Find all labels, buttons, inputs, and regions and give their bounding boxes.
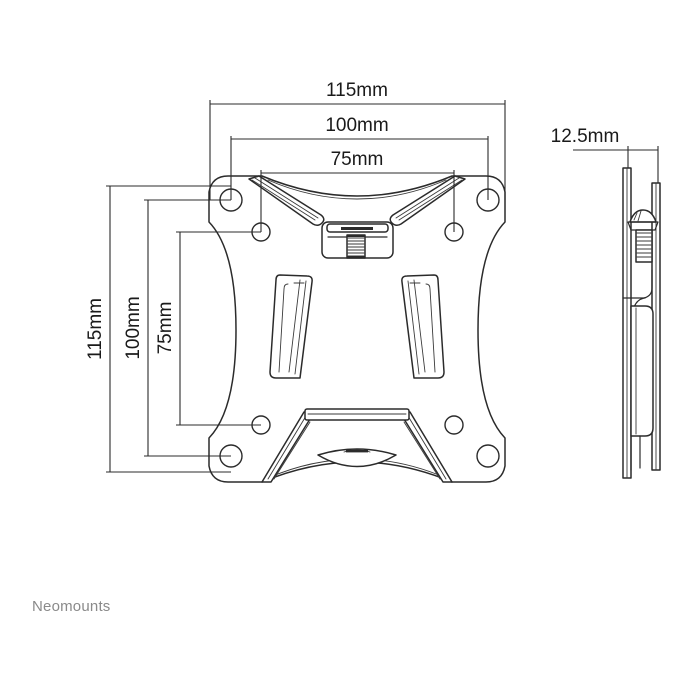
dimension-v-100: 100mm: [123, 199, 231, 457]
bracket-inner-edge-top: [267, 179, 447, 200]
dimension-label-d-125: 12.5mm: [551, 126, 620, 147]
bottom-dome: [317, 448, 397, 468]
dimension-label-v-75: 75mm: [155, 302, 176, 355]
diagonal-rib-top-right: [389, 175, 466, 227]
side-screw: [627, 209, 659, 263]
brand-label: Neomounts: [32, 598, 111, 615]
dimension-h-115: 115mm: [209, 80, 506, 200]
dimension-label-h-75: 75mm: [331, 149, 384, 170]
side-screw-threads: [636, 232, 652, 258]
vertical-rib-right: [401, 274, 445, 379]
front-view-group: [208, 175, 506, 483]
inner-hole-bottom-right: [444, 415, 464, 435]
dimension-v-75: 75mm: [155, 231, 261, 426]
side-screw-shaft: [635, 229, 653, 263]
dimension-label-h-100: 100mm: [325, 115, 388, 136]
bottom-rib-assembly: [261, 408, 453, 483]
bracket-outline: [208, 175, 506, 483]
horizontal-dimensions-group: 115mm 100mm 75mm: [209, 80, 506, 232]
dimension-label-v-100: 100mm: [123, 296, 144, 359]
dimension-v-115: 115mm: [85, 185, 231, 473]
center-screw-block: [321, 221, 394, 259]
screw-slot: [341, 227, 373, 230]
dimension-label-v-115: 115mm: [85, 298, 106, 360]
vertical-dimensions-group: 115mm 100mm 75mm: [85, 185, 261, 473]
mounting-hole-bottom-right: [476, 444, 500, 468]
bottom-rib-bar: [304, 408, 410, 421]
dimension-label-h-115: 115mm: [326, 80, 388, 101]
diagonal-rib-top-left: [248, 175, 325, 227]
dimension-h-75: 75mm: [260, 149, 455, 232]
dimension-h-100: 100mm: [230, 115, 489, 200]
side-view-group: 12.5mm: [551, 126, 661, 479]
dome-slot: [346, 450, 368, 453]
screw-threads: [347, 237, 365, 257]
side-tail: [630, 435, 641, 471]
side-lower-body: [630, 305, 654, 437]
vertical-rib-left: [269, 274, 313, 379]
